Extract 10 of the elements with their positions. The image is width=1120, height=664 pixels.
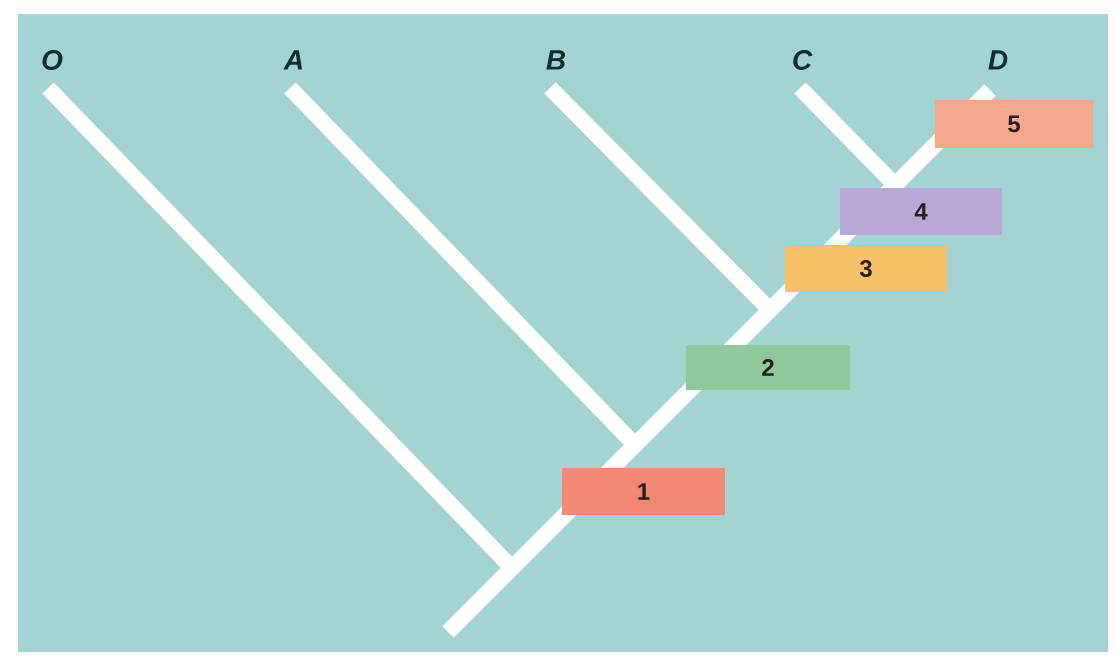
character-box: 1 [562, 468, 725, 515]
character-box: 2 [686, 345, 850, 390]
character-box: 3 [785, 245, 947, 292]
taxon-label: O [42, 50, 63, 70]
character-box: 5 [935, 100, 1093, 148]
taxon-label: C [793, 50, 813, 70]
taxon-label: D [988, 50, 1008, 70]
character-box: 4 [840, 188, 1002, 235]
taxon-label: A [283, 50, 303, 70]
taxon-label: B [546, 50, 566, 70]
